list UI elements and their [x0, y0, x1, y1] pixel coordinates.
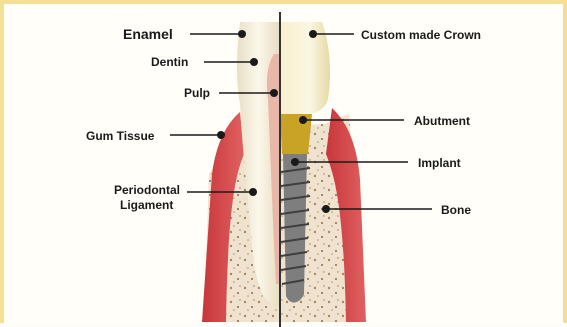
label-periodontal: Periodontal [114, 183, 180, 197]
label-pulp: Pulp [184, 86, 210, 100]
label-ligament: Ligament [120, 198, 173, 212]
label-custom-crown: Custom made Crown [361, 28, 481, 42]
diagram-canvas: Enamel Dentin Pulp Gum Tissue Periodonta… [4, 4, 567, 327]
label-gum-tissue: Gum Tissue [86, 129, 155, 143]
label-bone: Bone [441, 203, 471, 217]
label-enamel: Enamel [123, 26, 173, 42]
custom-crown [280, 22, 330, 114]
label-abutment: Abutment [414, 114, 470, 128]
label-dentin: Dentin [151, 55, 188, 69]
label-implant: Implant [418, 156, 461, 170]
